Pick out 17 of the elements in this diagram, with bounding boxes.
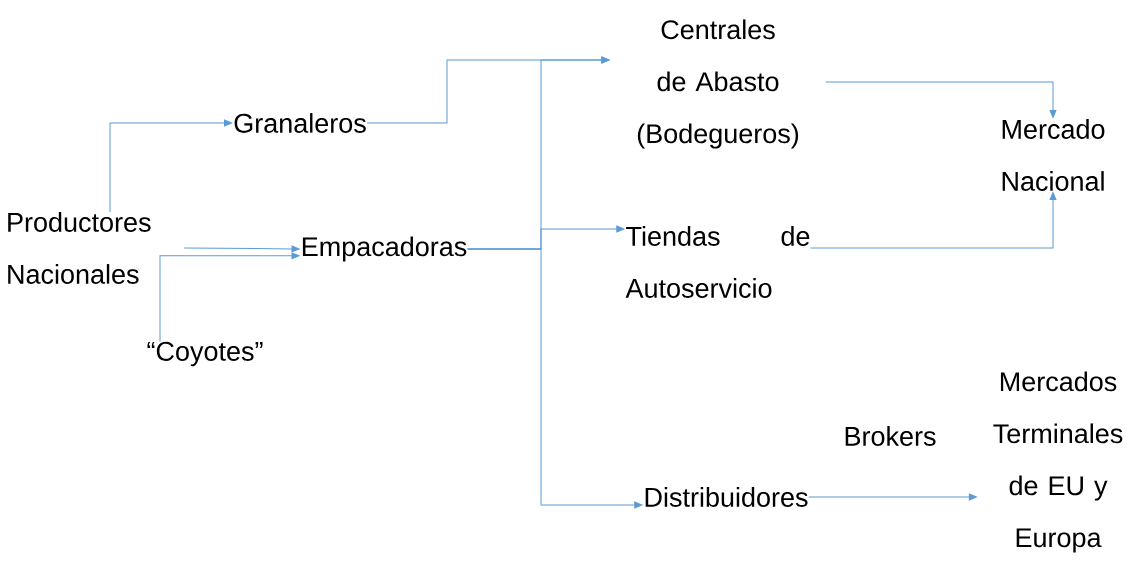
text-label: Productores Nacionales — [8, 212, 151, 284]
text-label: Granaleros — [234, 113, 366, 133]
arrow — [467, 248, 643, 509]
arrow — [808, 493, 977, 501]
arrow — [159, 252, 300, 343]
text-label: Mercado Nacional — [1002, 119, 1105, 191]
text-label: Distribuidores — [645, 487, 808, 507]
arrow — [810, 192, 1057, 249]
text-label: Mercados Terminales de EU y Europa — [993, 371, 1123, 553]
edge-label: Brokers — [842, 425, 938, 447]
arrow — [825, 81, 1057, 118]
text-label: Empacadoras — [302, 236, 467, 262]
text-label: Tiendas de Autoservicio — [625, 226, 810, 298]
arrow — [183, 245, 300, 253]
arrow — [109, 119, 233, 213]
text-label: Centrales de Abasto (Bodegueros) — [637, 19, 799, 149]
text-label: “Coyotes” — [147, 341, 263, 367]
